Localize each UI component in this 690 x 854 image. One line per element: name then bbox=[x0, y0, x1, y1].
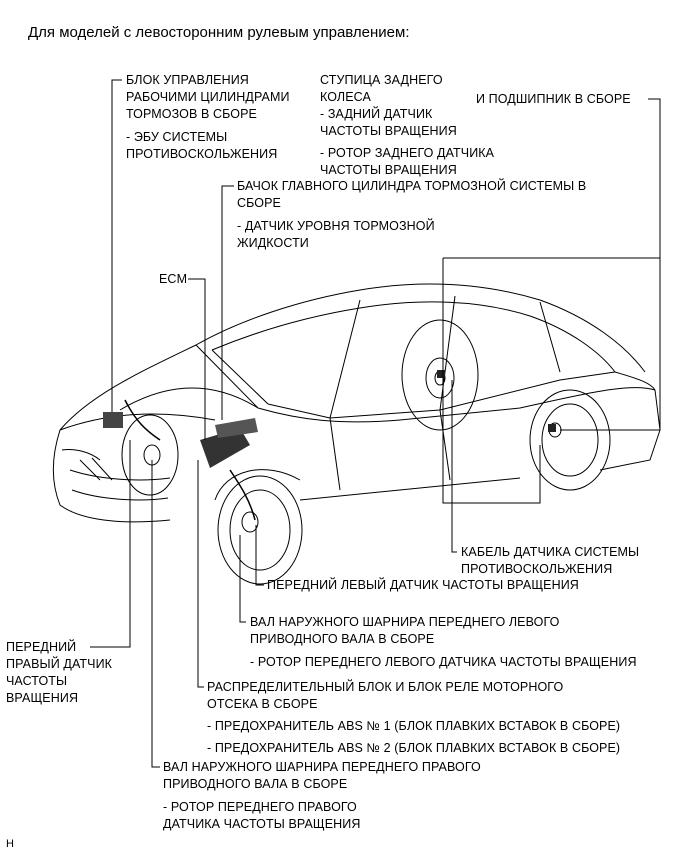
front-left-shaft-line1: ВАЛ НАРУЖНОГО ШАРНИРА ПЕРЕДНЕГО ЛЕВОГО bbox=[250, 615, 560, 629]
brake-actuator-sub1: - ЭБУ СИСТЕМЫ bbox=[126, 130, 228, 144]
label-rear-hub: СТУПИЦА ЗАДНЕГО КОЛЕСА - ЗАДНИЙ ДАТЧИК Ч… bbox=[320, 72, 494, 179]
front-right-shaft-sub2: ДАТЧИКА ЧАСТОТЫ ВРАЩЕНИЯ bbox=[163, 817, 361, 831]
front-right-sensor-line4: ВРАЩЕНИЯ bbox=[6, 691, 79, 705]
footer-code: H bbox=[6, 838, 14, 850]
brake-actuator-line1: БЛОК УПРАВЛЕНИЯ bbox=[126, 73, 249, 87]
label-front-right-sensor: ПЕРЕДНИЙ ПРАВЫЙ ДАТЧИК ЧАСТОТЫ ВРАЩЕНИЯ bbox=[6, 639, 112, 707]
leader-lines bbox=[90, 79, 661, 768]
label-rear-hub-bearing: И ПОДШИПНИК В СБОРЕ bbox=[476, 92, 631, 106]
front-right-sensor-line2: ПРАВЫЙ ДАТЧИК bbox=[6, 657, 113, 671]
master-cylinder-line1: БАЧОК ГЛАВНОГО ЦИЛИНДРА ТОРМОЗНОЙ СИСТЕМ… bbox=[237, 179, 587, 193]
label-front-right-shaft: ВАЛ НАРУЖНОГО ШАРНИРА ПЕРЕДНЕГО ПРАВОГО … bbox=[163, 759, 481, 833]
front-right-sensor-line3: ЧАСТОТЫ bbox=[6, 674, 68, 688]
car-body-outline bbox=[52, 283, 661, 523]
front-left-wheel bbox=[214, 469, 303, 585]
junction-block-line2: ОТСЕКА В СБОРЕ bbox=[207, 697, 318, 711]
front-right-shaft-line1: ВАЛ НАРУЖНОГО ШАРНИРА ПЕРЕДНЕГО ПРАВОГО bbox=[163, 760, 481, 774]
rear-hub-sub2b: ЧАСТОТЫ ВРАЩЕНИЯ bbox=[320, 163, 457, 177]
label-junction-block: РАСПРЕДЕЛИТЕЛЬНЫЙ БЛОК И БЛОК РЕЛЕ МОТОР… bbox=[207, 679, 620, 757]
master-cylinder-line2: СБОРЕ bbox=[237, 196, 281, 210]
label-brake-actuator: БЛОК УПРАВЛЕНИЯ РАБОЧИМИ ЦИЛИНДРАМИ ТОРМ… bbox=[126, 72, 290, 163]
front-right-shaft-sub1: - РОТОР ПЕРЕДНЕГО ПРАВОГО bbox=[163, 800, 357, 814]
brake-actuator-line3: ТОРМОЗОВ В СБОРЕ bbox=[126, 107, 257, 121]
front-right-shaft-line2: ПРИВОДНОГО ВАЛА В СБОРЕ bbox=[163, 777, 348, 791]
label-master-cylinder: БАЧОК ГЛАВНОГО ЦИЛИНДРА ТОРМОЗНОЙ СИСТЕМ… bbox=[237, 178, 586, 252]
label-skid-sensor-cable: КАБЕЛЬ ДАТЧИКА СИСТЕМЫ ПРОТИВОСКОЛЬЖЕНИЯ bbox=[461, 544, 639, 578]
rear-hub-line1: СТУПИЦА ЗАДНЕГО bbox=[320, 73, 443, 87]
rear-hub-sub1a: - ЗАДНИЙ ДАТЧИК bbox=[320, 107, 433, 121]
label-ecm: ECM bbox=[159, 272, 188, 286]
brake-actuator-line2: РАБОЧИМИ ЦИЛИНДРАМИ bbox=[126, 90, 290, 104]
label-front-left-shaft: ВАЛ НАРУЖНОГО ШАРНИРА ПЕРЕДНЕГО ЛЕВОГО П… bbox=[250, 614, 637, 671]
junction-block-line1: РАСПРЕДЕЛИТЕЛЬНЫЙ БЛОК И БЛОК РЕЛЕ МОТОР… bbox=[207, 680, 564, 694]
master-cylinder-sub2: ЖИДКОСТИ bbox=[237, 236, 309, 250]
front-left-shaft-line2: ПРИВОДНОГО ВАЛА В СБОРЕ bbox=[250, 632, 435, 646]
brake-actuator-sub2: ПРОТИВОСКОЛЬЖЕНИЯ bbox=[126, 147, 278, 161]
engine-components bbox=[103, 370, 556, 521]
front-right-sensor-line1: ПЕРЕДНИЙ bbox=[6, 640, 77, 654]
skid-cable-line2: ПРОТИВОСКОЛЬЖЕНИЯ bbox=[461, 562, 613, 576]
rear-hub-sub2a: - РОТОР ЗАДНЕГО ДАТЧИКА bbox=[320, 146, 495, 160]
rear-hub-line2: КОЛЕСА bbox=[320, 90, 371, 104]
label-front-left-sensor: ПЕРЕДНИЙ ЛЕВЫЙ ДАТЧИК ЧАСТОТЫ ВРАЩЕНИЯ bbox=[267, 578, 579, 592]
skid-cable-line1: КАБЕЛЬ ДАТЧИКА СИСТЕМЫ bbox=[461, 545, 640, 559]
junction-block-sub2: - ПРЕДОХРАНИТЕЛЬ ABS № 2 (БЛОК ПЛАВКИХ В… bbox=[207, 741, 621, 755]
front-left-shaft-sub1: - РОТОР ПЕРЕДНЕГО ЛЕВОГО ДАТЧИКА ЧАСТОТЫ… bbox=[250, 655, 637, 669]
rear-hub-sub1b: ЧАСТОТЫ ВРАЩЕНИЯ bbox=[320, 124, 457, 138]
page-title: Для моделей с левосторонним рулевым упра… bbox=[28, 24, 410, 41]
rear-right-wheel bbox=[401, 319, 479, 431]
master-cylinder-sub1: - ДАТЧИК УРОВНЯ ТОРМОЗНОЙ bbox=[237, 219, 435, 233]
rear-left-wheel bbox=[529, 389, 611, 491]
junction-block-sub1: - ПРЕДОХРАНИТЕЛЬ ABS № 1 (БЛОК ПЛАВКИХ В… bbox=[207, 719, 621, 733]
